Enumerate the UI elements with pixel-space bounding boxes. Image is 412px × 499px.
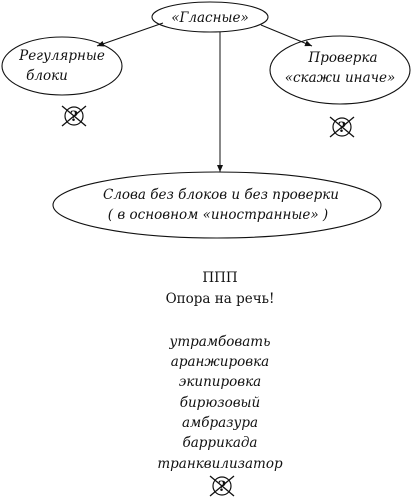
word-item: аранжировка bbox=[171, 354, 269, 370]
note-abbr: ППП bbox=[202, 270, 238, 286]
top-node-label: «Гласные» bbox=[171, 10, 249, 26]
svg-text:?: ? bbox=[338, 120, 346, 136]
right-node-line1: Проверка bbox=[307, 50, 377, 66]
center-node-line1: Слова без блоков и без проверки bbox=[103, 187, 339, 203]
word-item: бирюзовый bbox=[180, 395, 261, 411]
bottom-crossed-question-icon: ? bbox=[209, 475, 235, 497]
arrow-to-right-node bbox=[260, 24, 313, 47]
center-node: Слова без блоков и без проверки ( в осно… bbox=[52, 171, 382, 239]
svg-text:?: ? bbox=[70, 109, 78, 125]
left-node-line2: блоки bbox=[26, 68, 68, 84]
left-node: Регулярные блоки bbox=[1, 36, 123, 96]
right-node: Проверка «скажи иначе» bbox=[269, 35, 411, 105]
right-node-line2: «скажи иначе» bbox=[285, 70, 396, 86]
word-item: баррикада bbox=[183, 435, 258, 451]
note-text: Опора на речь! bbox=[166, 291, 275, 307]
left-crossed-question-icon: ? bbox=[61, 105, 87, 127]
left-node-line1: Регулярные bbox=[18, 48, 105, 64]
svg-text:?: ? bbox=[218, 479, 226, 495]
center-node-line2: ( в основном «иностранные» ) bbox=[108, 207, 328, 223]
arrow-to-left-node bbox=[96, 22, 164, 47]
word-item: транквилизатор bbox=[157, 456, 283, 472]
word-item: амбразура bbox=[182, 415, 258, 431]
word-item: экипировка bbox=[179, 374, 261, 390]
word-item: утрамбовать bbox=[169, 334, 271, 350]
top-node: «Гласные» bbox=[151, 1, 269, 33]
right-crossed-question-icon: ? bbox=[329, 116, 355, 138]
